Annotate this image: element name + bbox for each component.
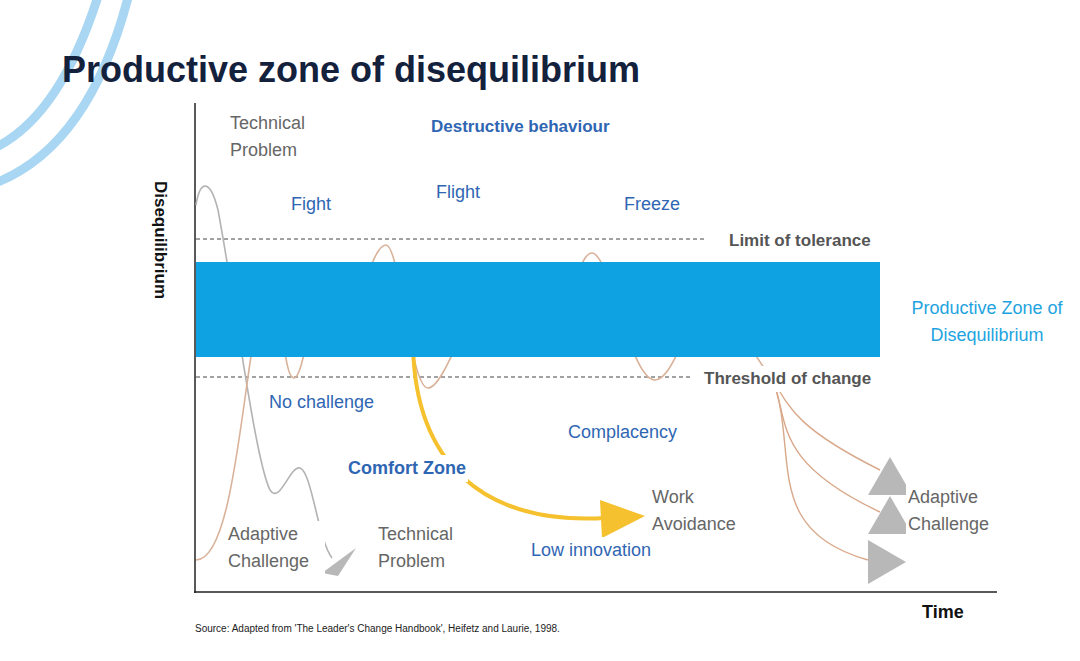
decor-arcs xyxy=(0,0,130,185)
axis-label: Disequilibrium xyxy=(147,179,173,301)
zone-note: Complacency xyxy=(566,419,679,446)
title: Productive zone of disequilibrium xyxy=(62,48,640,91)
annotation: Adaptive Challenge xyxy=(906,484,1005,538)
behaviour-label: Freeze xyxy=(622,191,682,218)
limit-label: Threshold of change xyxy=(702,366,873,392)
zone-heading: Destructive behaviour xyxy=(429,114,612,140)
limit-label: Limit of tolerance xyxy=(727,228,873,254)
axes xyxy=(194,103,997,593)
technical-curve xyxy=(196,186,332,558)
zone-note: Low innovation xyxy=(529,537,653,564)
caption: Source: Adapted from 'The Leader's Chang… xyxy=(195,623,560,635)
annotation: Adaptive Challenge xyxy=(226,521,325,575)
zone-note: No challenge xyxy=(267,389,376,416)
arrowhead xyxy=(322,548,356,576)
arrowhead xyxy=(600,500,645,538)
zone-band: Productive Zone of Disequilibrium xyxy=(196,262,880,357)
annotation: Technical Problem xyxy=(228,110,327,164)
zone-label: Productive Zone of Disequilibrium xyxy=(907,295,1067,349)
behaviour-label: Flight xyxy=(434,179,482,206)
zone-heading: Comfort Zone xyxy=(346,455,468,482)
annotation: Technical Problem xyxy=(376,521,475,575)
axis-label: Time xyxy=(920,599,966,626)
split-curves xyxy=(772,378,880,560)
behaviour-label: Fight xyxy=(289,191,333,218)
annotation: Work Avoidance xyxy=(650,484,754,538)
